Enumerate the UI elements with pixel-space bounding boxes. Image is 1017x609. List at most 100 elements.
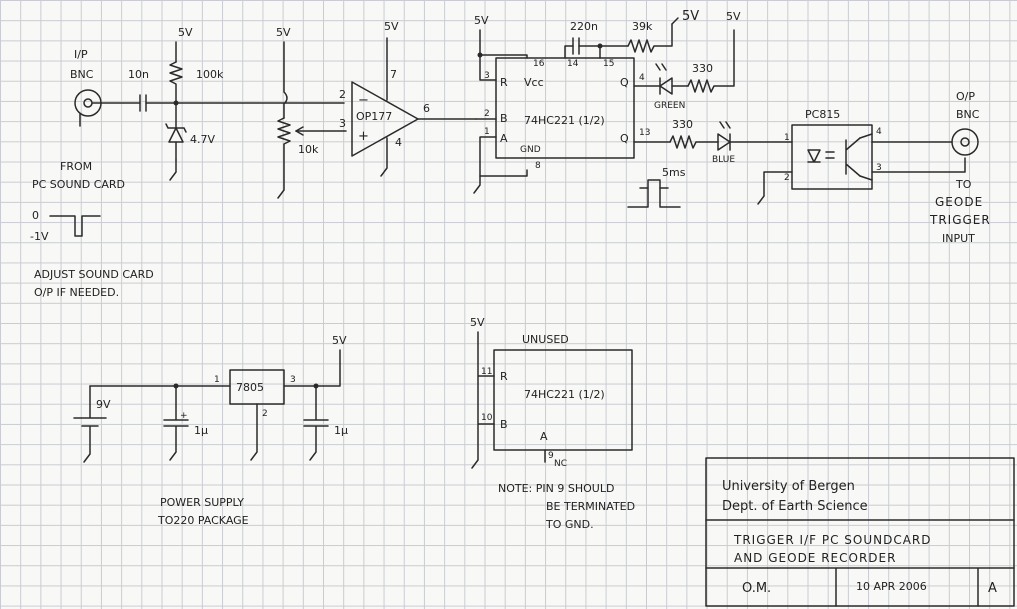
unused-title: UNUSED: [522, 333, 569, 346]
resistor-330-blue: [669, 135, 719, 149]
cap-1u-in-label: 1μ: [194, 424, 208, 437]
unused-nc: NC: [554, 459, 567, 469]
to-input-label: INPUT: [942, 232, 975, 245]
cap-10n-label: 10n: [128, 68, 149, 81]
vcc-label-5: 5V: [682, 9, 699, 24]
ic-gnd: GND: [520, 145, 541, 155]
capacitor-1u-in: [163, 385, 189, 461]
resistor-39k: [627, 23, 673, 53]
battery-9v: [73, 385, 107, 463]
title-date: 10 APR 2006: [856, 580, 927, 593]
vcc-label-7: 5V: [332, 334, 347, 347]
resistor-100k-label: 100k: [196, 68, 224, 81]
ic-pin8: 8: [535, 161, 541, 171]
ic-pin-q-name: Q: [620, 132, 629, 145]
pulse-zero-label: 0: [32, 209, 39, 222]
unused-pin9: 9: [548, 451, 554, 461]
opamp-pin4: 4: [395, 136, 402, 149]
pot-label: 10k: [298, 143, 319, 156]
unused-ic-label: 74HC221 (1/2): [524, 388, 605, 401]
title-author: O.M.: [742, 581, 771, 596]
opto-pin1: 1: [784, 133, 790, 143]
opamp-pin6: 6: [423, 102, 430, 115]
opamp-pin7: 7: [390, 68, 397, 81]
unused-pin-a-name: A: [540, 430, 548, 443]
to-trigger-label: TRIGGER: [929, 213, 991, 227]
ground-opto: [757, 171, 793, 205]
vcc-label-6: 5V: [726, 10, 741, 23]
pulse-5ms-label: 5ms: [662, 166, 686, 179]
reg-pin2: 2: [262, 409, 268, 419]
vcc-label-2: 5V: [276, 26, 291, 39]
resistor-39k-label: 39k: [632, 20, 653, 33]
led-green: [655, 63, 673, 95]
opamp-label: OP177: [356, 110, 392, 123]
ic-pin16: 16: [533, 59, 545, 69]
reg-label: 7805: [236, 381, 264, 394]
input-bnc-connector: [74, 89, 102, 127]
resistor-330-green: [687, 29, 735, 93]
ground-zener: [169, 159, 177, 181]
vcc-label-4: 5V: [474, 14, 489, 27]
ic-pin-a-name: A: [500, 132, 508, 145]
op-bnc-label: BNC: [956, 108, 980, 121]
ic-vcc: Vcc: [524, 76, 544, 89]
opamp-pin2: 2: [339, 88, 346, 101]
wire-psu-out: [283, 349, 341, 387]
wire-pot-top: [283, 41, 288, 119]
vcc-label-3: 5V: [384, 20, 399, 33]
zener-diode: [165, 102, 187, 161]
ic-pin4: 4: [639, 73, 645, 83]
ic-pin14: 14: [567, 59, 579, 69]
adjust-note-1: ADJUST SOUND CARD: [34, 268, 154, 281]
ic-pin-b-name: B: [500, 112, 508, 125]
opamp-minus: −: [358, 93, 369, 108]
pulse-waveform-5ms: [627, 179, 681, 208]
regulator-7805: [229, 369, 285, 461]
unused-pin-b-name: B: [500, 418, 508, 431]
ic-pin1: 1: [484, 127, 490, 137]
op-label: O/P: [956, 90, 975, 103]
opamp-triangle: [351, 37, 419, 177]
ic-pin13: 13: [639, 128, 650, 138]
led-blue: [717, 121, 731, 151]
led-blue-label: BLUE: [712, 155, 735, 165]
wire-gnd-pin: [479, 169, 528, 177]
capacitor-10n: [139, 94, 147, 112]
opamp-plus: +: [358, 129, 369, 144]
ic-pin3: 3: [484, 71, 490, 81]
title-block: [705, 457, 1015, 607]
ip-label: I/P: [74, 48, 88, 61]
zener-label: 4.7V: [190, 133, 215, 146]
note-line-3: TO GND.: [545, 518, 594, 531]
wire-ic-vcc: [479, 29, 528, 59]
opto-pin2: 2: [784, 173, 790, 183]
opto-label: PC815: [805, 108, 840, 121]
ic-pin-r-name: R: [500, 76, 508, 89]
ic-pin-qbar-name: Q: [620, 76, 629, 89]
resistor-330-green-label: 330: [692, 62, 713, 75]
resistor-100k: [169, 61, 183, 104]
cap-220n-label: 220n: [570, 20, 598, 33]
ic-label: 74HC221 (1/2): [524, 114, 605, 127]
power-caption-1: POWER SUPPLY: [160, 496, 244, 509]
note-line-2: BE TERMINATED: [546, 500, 635, 513]
unused-pin-r-name: R: [500, 370, 508, 383]
ic-74hc221-unused: [471, 331, 633, 469]
vcc-label-1: 5V: [178, 26, 193, 39]
title-line-2: AND GEODE RECORDER: [734, 551, 896, 565]
ip-bnc-label: BNC: [70, 68, 94, 81]
to-label: TO: [955, 178, 972, 191]
wire-timing-cap: [564, 45, 601, 59]
wire-reset: [479, 54, 497, 81]
ic-pin15: 15: [603, 59, 614, 69]
title-org-2: Dept. of Earth Science: [722, 499, 868, 514]
output-bnc-connector: [951, 128, 979, 156]
to-geode-label: GEODE: [935, 195, 983, 209]
from-label: FROM: [60, 160, 92, 173]
cap-1u-out-label: 1μ: [334, 424, 348, 437]
wire-a-ground: [473, 136, 497, 194]
pulse-neg-label: -1V: [30, 230, 49, 243]
wire-output-shield: [871, 157, 966, 173]
